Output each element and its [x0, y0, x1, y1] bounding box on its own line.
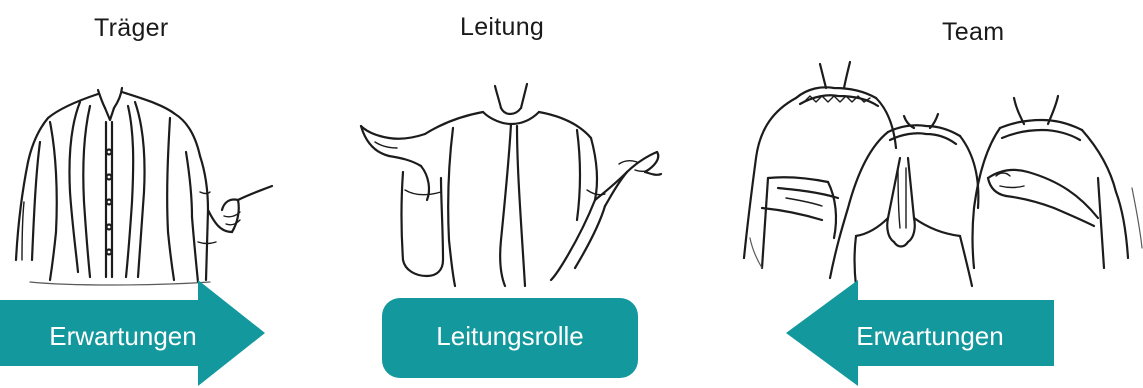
pointing-figure-icon: [10, 82, 272, 292]
leitung-title: Leitung: [460, 13, 544, 42]
leadership-role-label: Leitungsrolle: [388, 323, 632, 349]
traeger-title: Träger: [94, 14, 169, 43]
expectations-label-right: Erwartungen: [820, 323, 1040, 349]
expectations-label-left: Erwartungen: [18, 323, 228, 349]
team-title: Team: [942, 18, 1004, 47]
shrugging-figure-icon: [355, 80, 665, 290]
team-group-icon: [738, 58, 1143, 288]
